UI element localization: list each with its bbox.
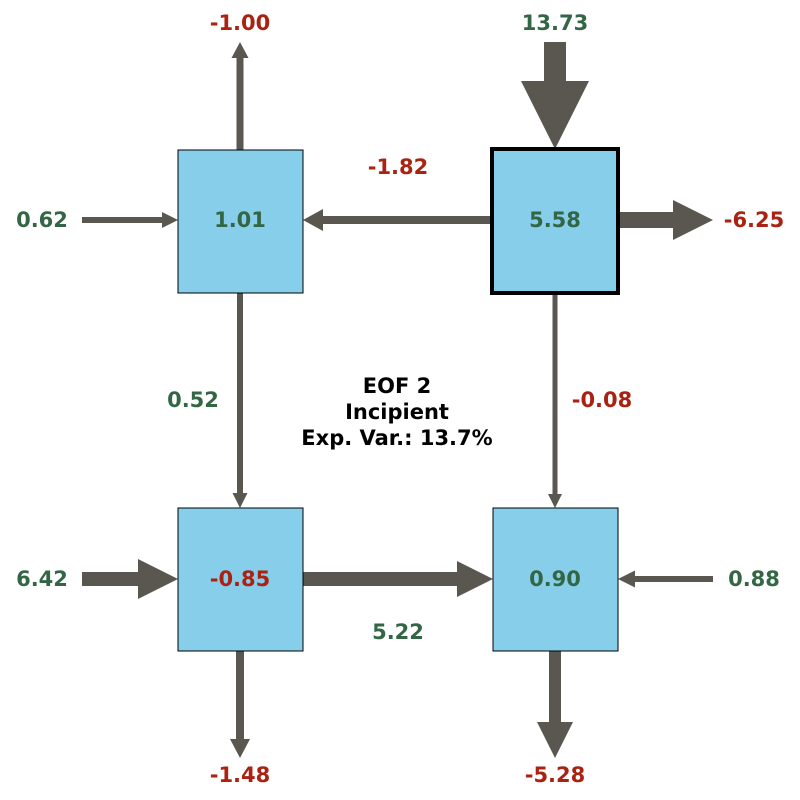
- flow-top-left-up: -1.00: [210, 11, 271, 35]
- box-top-left-value: 1.01: [214, 208, 266, 232]
- box-bottom-right-value: 0.90: [529, 567, 581, 591]
- arrows-group: [82, 42, 713, 758]
- box-top-right-value: 5.58: [529, 208, 581, 232]
- flow-left-in-top: 0.62: [16, 208, 68, 232]
- flow-left-in-bottom: 6.42: [16, 567, 68, 591]
- arrow-left-in-bottom: [82, 559, 178, 599]
- title-line-3: Exp. Var.: 13.7%: [301, 426, 492, 450]
- arrow-bottom-horizontal: [303, 561, 493, 597]
- arrow-right-in-bottom: [618, 570, 713, 588]
- box-bottom-left: [177, 507, 304, 652]
- flow-bottom-right-down: -5.28: [525, 763, 586, 787]
- title-line-2: Incipient: [345, 400, 449, 424]
- flow-right-out-top: -6.25: [724, 208, 785, 232]
- arrow-top-horizontal: [303, 209, 492, 231]
- flow-top-right-in: 13.73: [522, 11, 588, 35]
- flow-top-horizontal: -1.82: [368, 155, 429, 179]
- arrow-top-right-in: [521, 42, 589, 149]
- arrow-right-out-top: [618, 200, 713, 240]
- flow-left-vertical: 0.52: [167, 388, 219, 412]
- arrow-right-vertical: [548, 293, 562, 508]
- flow-bottom-horizontal: 5.22: [372, 620, 424, 644]
- arrow-left-vertical: [232, 293, 248, 508]
- arrow-left-in-top: [82, 212, 178, 228]
- box-top-left: [177, 149, 304, 294]
- arrow-top-left-up: [231, 42, 249, 150]
- title-line-1: EOF 2: [363, 374, 431, 398]
- arrow-bottom-left-down: [230, 651, 250, 758]
- box-top-right: [490, 147, 620, 295]
- flow-right-vertical: -0.08: [572, 388, 633, 412]
- flow-right-in-bottom: 0.88: [728, 567, 780, 591]
- arrow-bottom-right-down: [537, 651, 573, 758]
- flow-bottom-left-down: -1.48: [210, 763, 271, 787]
- box-bottom-left-value: -0.85: [210, 567, 271, 591]
- box-bottom-right: [492, 507, 619, 652]
